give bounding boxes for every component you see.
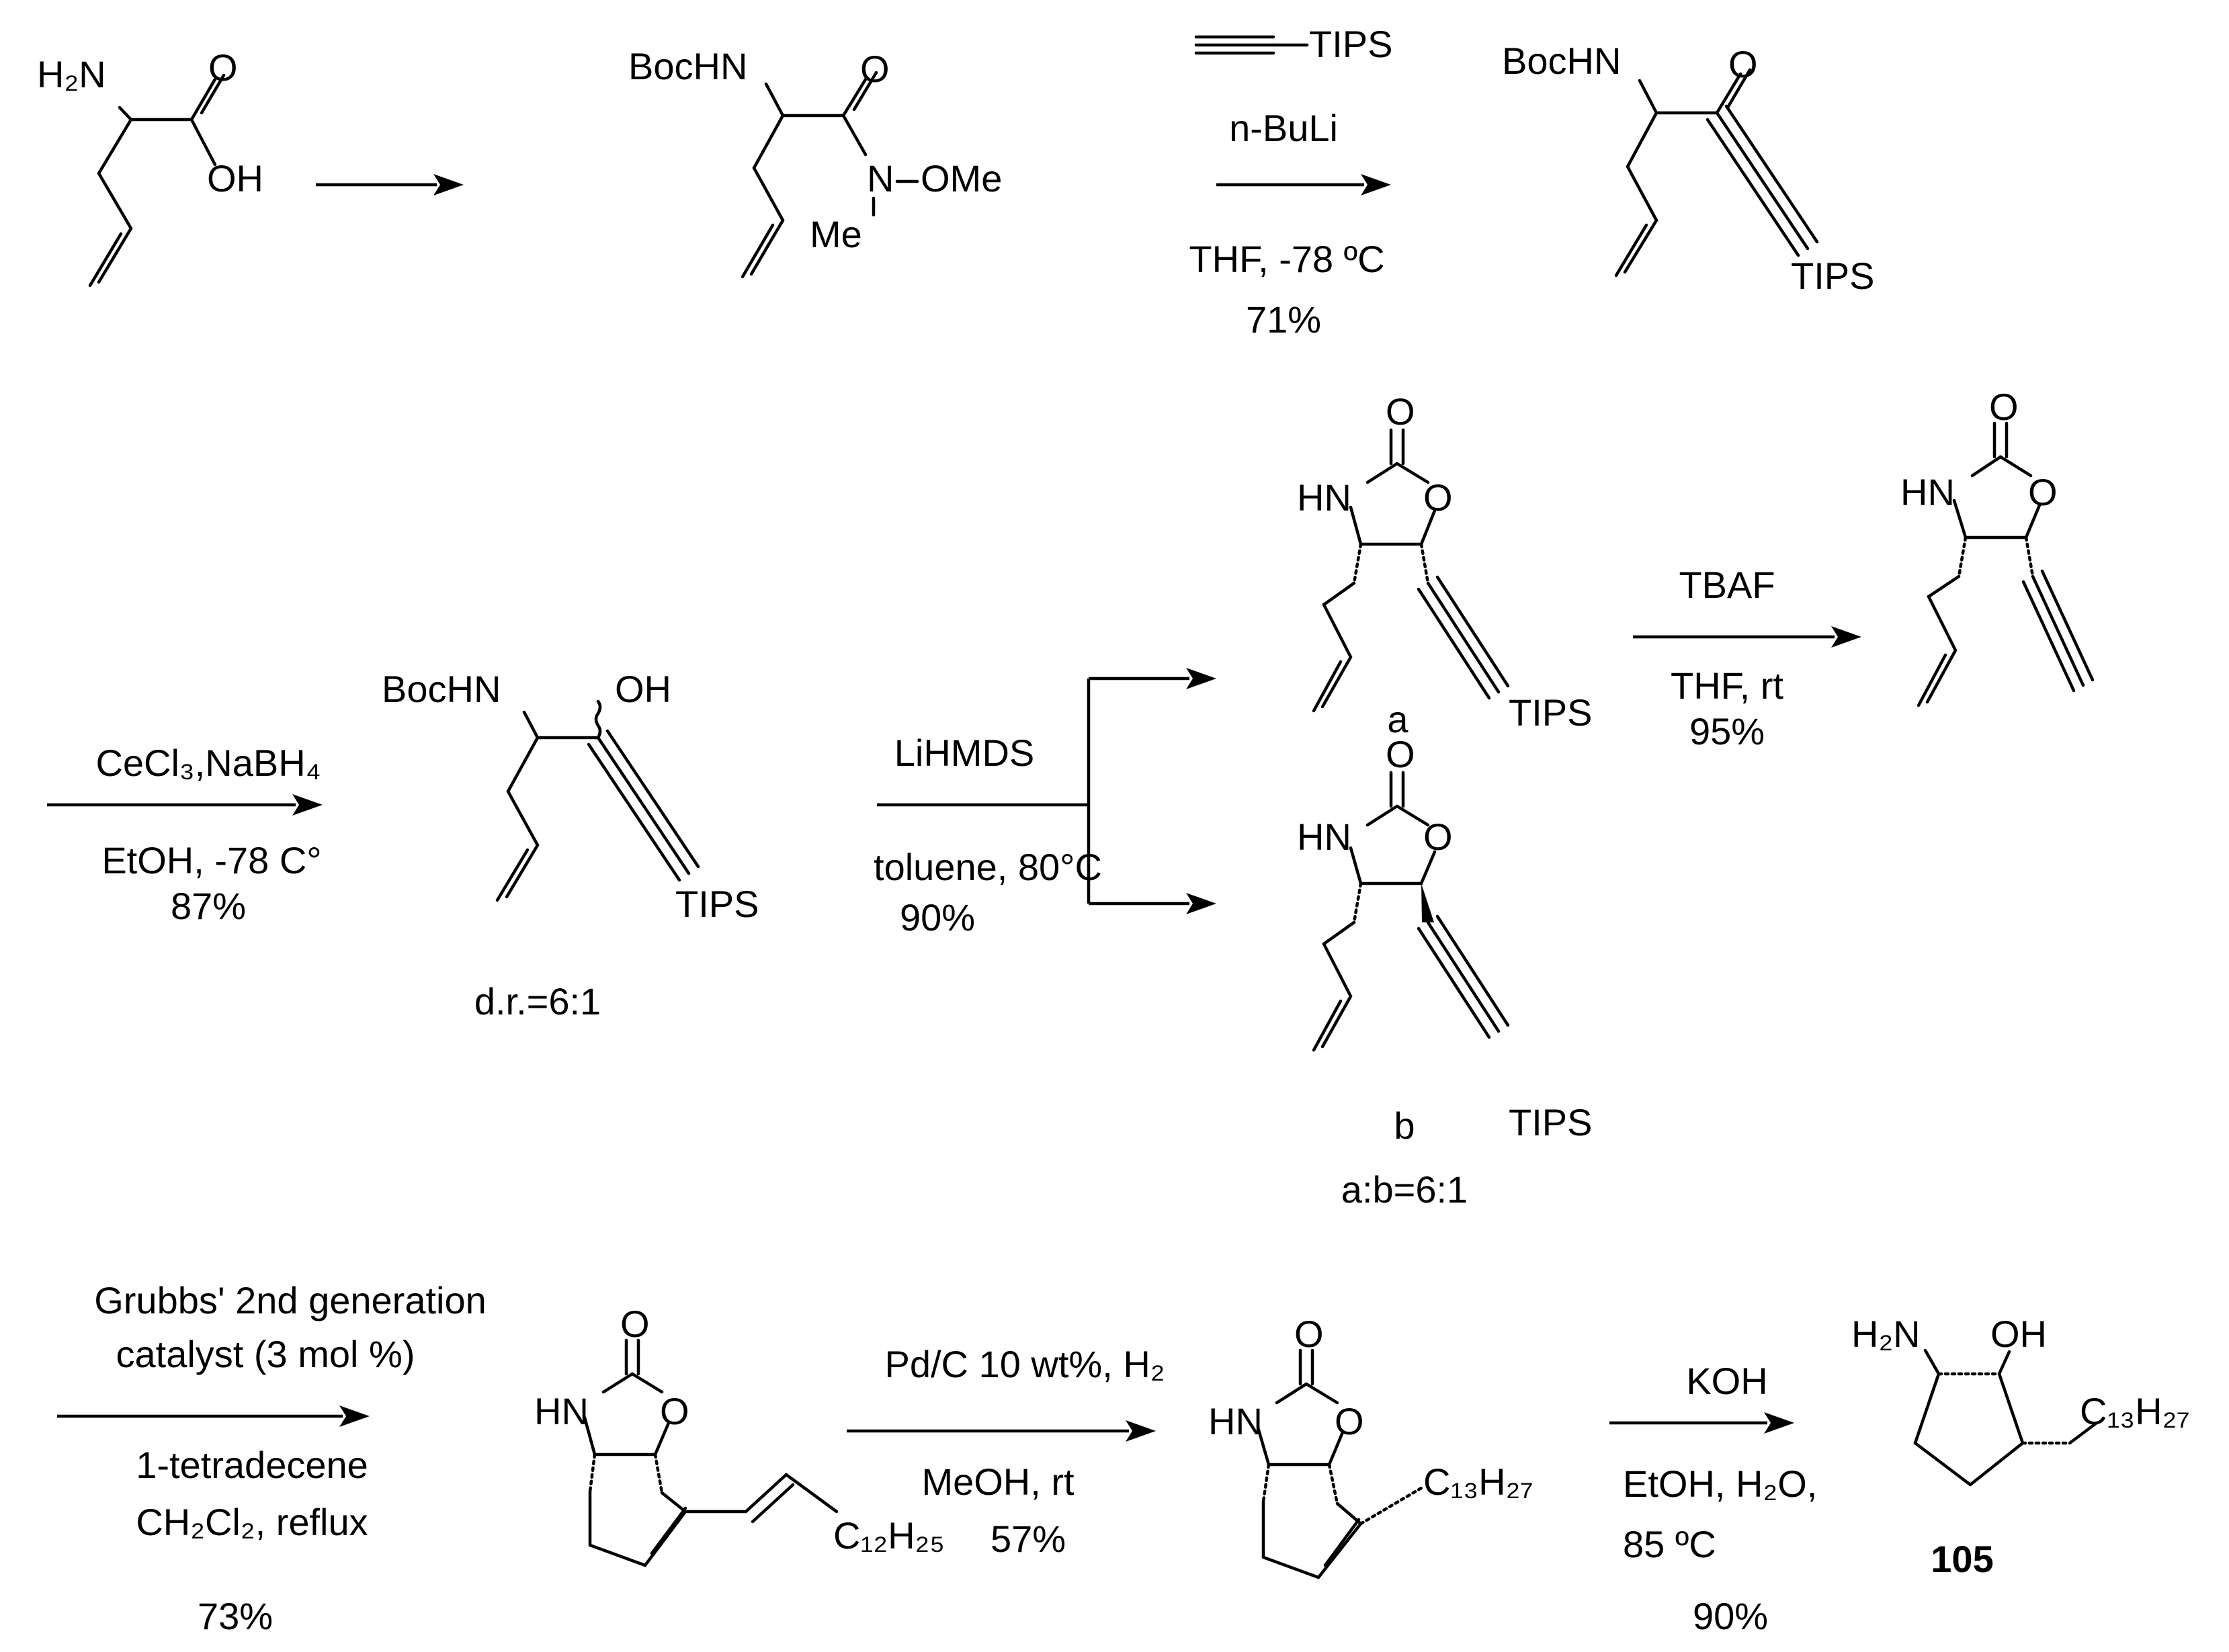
reaction-arrow-5: TBAF THF, rt 95%: [1633, 564, 1861, 752]
ring-o-label: O: [2028, 471, 2058, 513]
tips-label: TIPS: [1791, 255, 1874, 297]
nh-label: HN: [1297, 816, 1351, 858]
molecule-allylglycine: H₂N O OH: [37, 46, 263, 288]
condition-85c: 85 ºC: [1623, 1523, 1716, 1565]
condition-thf-rt: THF, rt: [1671, 664, 1783, 707]
reagent-tips-acetylene: TIPS: [1309, 23, 1392, 65]
reagent-tbaf: TBAF: [1679, 564, 1775, 606]
amide-n-label: N: [867, 157, 894, 200]
reaction-arrow-1: [316, 174, 464, 195]
solid-wedge-bond: [1421, 883, 1434, 922]
compound-number: 105: [1931, 1538, 1993, 1580]
reagent-lihmds: LiHMDS: [894, 732, 1034, 774]
yield-57: 57%: [991, 1518, 1066, 1560]
reagent-tetradecene: 1-tetradecene: [136, 1444, 368, 1486]
bochn-label: BocHN: [628, 45, 747, 87]
reaction-arrow-8: KOH EtOH, H₂O, 85 ºC 90%: [1609, 1360, 1817, 1637]
yield-90: 90%: [1693, 1595, 1768, 1637]
condition-etoh-minus78: EtOH, -78 C°: [101, 839, 321, 881]
carbonyl-o-label: O: [1294, 1313, 1324, 1355]
amine-label: H₂N: [1851, 1313, 1921, 1355]
carbonyl-o-label: O: [1386, 733, 1415, 775]
molecule-bicyclic-diene: O HN O C₁₂H₂₅: [534, 1303, 945, 1567]
tips-label: TIPS: [1509, 1101, 1592, 1143]
yield-73: 73%: [198, 1595, 273, 1637]
isomer-label-b: b: [1394, 1104, 1415, 1147]
hashed-wedge-bond: [1352, 542, 1430, 585]
reagent-koh: KOH: [1686, 1360, 1767, 1402]
condition-thf-minus78: THF, -78 ºC: [1189, 238, 1384, 280]
reagent-grubbs-line2: catalyst (3 mol %): [116, 1333, 415, 1375]
molecule-weinreb-amide: BocHN O N OMe Me: [628, 45, 1002, 279]
n-methyl-label: Me: [810, 213, 862, 255]
reaction-arrow-3: CeCl₃,NaBH₄ EtOH, -78 C° 87%: [47, 742, 323, 927]
yield-90: 90%: [900, 896, 975, 939]
reagent-cecl3-nabh4: CeCl₃,NaBH₄: [95, 742, 321, 784]
methoxy-label: OMe: [921, 157, 1002, 200]
nh-label: HN: [1297, 476, 1351, 519]
bochn-label: BocHN: [382, 668, 501, 710]
reagent-nbuli: n-BuLi: [1229, 107, 1338, 149]
ring-o-label: O: [1423, 816, 1453, 858]
hydroxyl-label: OH: [207, 157, 263, 200]
diastereomeric-ratio: d.r.=6:1: [474, 980, 601, 1023]
reagent-grubbs-line1: Grubbs' 2nd generation: [94, 1279, 487, 1321]
ring-o-label: O: [1335, 1400, 1364, 1442]
reaction-arrow-2: TIPS n-BuLi THF, -78 ºC 71%: [1189, 23, 1392, 341]
carbonyl-o-label: O: [860, 48, 890, 90]
condition-dcm-reflux: CH₂Cl₂, reflux: [136, 1501, 368, 1543]
isomer-ratio: a:b=6:1: [1341, 1168, 1468, 1211]
nh-label: HN: [1208, 1400, 1263, 1442]
ring-o-label: O: [1423, 476, 1453, 519]
molecule-aminocyclopentanol: H₂N OH C₁₃H₂₇ 105: [1851, 1313, 2190, 1580]
yield-87: 87%: [171, 885, 246, 927]
tips-label: TIPS: [1509, 691, 1592, 734]
alkyl-chain-label: C₁₂H₂₅: [833, 1514, 945, 1557]
hydroxyl-label: OH: [1990, 1313, 2047, 1355]
molecule-terminal-alkyne: O HN O: [1900, 386, 2095, 707]
alkyl-chain-label: C₁₃H₂₇: [2080, 1390, 2190, 1432]
reaction-arrow-6: Grubbs' 2nd generation catalyst (3 mol %…: [57, 1279, 487, 1637]
yield-71: 71%: [1246, 298, 1321, 341]
nh-label: HN: [1900, 471, 1955, 513]
condition-toluene-80: toluene, 80°C: [874, 846, 1102, 888]
molecule-ynone: BocHN O TIPS: [1502, 40, 1874, 297]
molecule-bicyclic-alkene: O HN O C₁₃H₂₇: [1208, 1313, 1533, 1579]
ketone-o-label: O: [1728, 43, 1758, 85]
condition-meoh-rt: MeOH, rt: [921, 1461, 1075, 1503]
carbonyl-o-label: O: [1989, 386, 2019, 428]
alkyl-chain-label: C₁₃H₂₇: [1423, 1461, 1533, 1503]
nh-label: HN: [534, 1390, 589, 1432]
ring-o-label: O: [660, 1390, 689, 1432]
hydroxyl-label: OH: [615, 668, 671, 710]
tips-label: TIPS: [675, 883, 759, 925]
bochn-label: BocHN: [1502, 40, 1621, 82]
reaction-arrow-4: LiHMDS toluene, 80°C 90%: [874, 668, 1216, 939]
isomer-label-a: a: [1387, 698, 1408, 740]
molecule-oxazolidinone-b: O HN O TIPS b a:b=6:1: [1297, 733, 1592, 1211]
molecule-oxazolidinone-a: O HN O TIPS a: [1297, 390, 1592, 740]
molecule-propargyl-alcohol: BocHN OH TIPS d.r.=6:1: [382, 668, 759, 1023]
yield-95: 95%: [1689, 710, 1765, 752]
reagent-pdc-h2: Pd/C 10 wt%, H₂: [885, 1343, 1165, 1385]
carbonyl-o-label: O: [208, 46, 238, 89]
condition-etoh-h2o: EtOH, H₂O,: [1623, 1463, 1817, 1505]
reaction-arrow-7: Pd/C 10 wt%, H₂ MeOH, rt 57%: [847, 1343, 1165, 1560]
carbonyl-o-label: O: [1386, 390, 1415, 433]
amine-label: H₂N: [37, 53, 106, 95]
carbonyl-o-label: O: [620, 1303, 650, 1345]
